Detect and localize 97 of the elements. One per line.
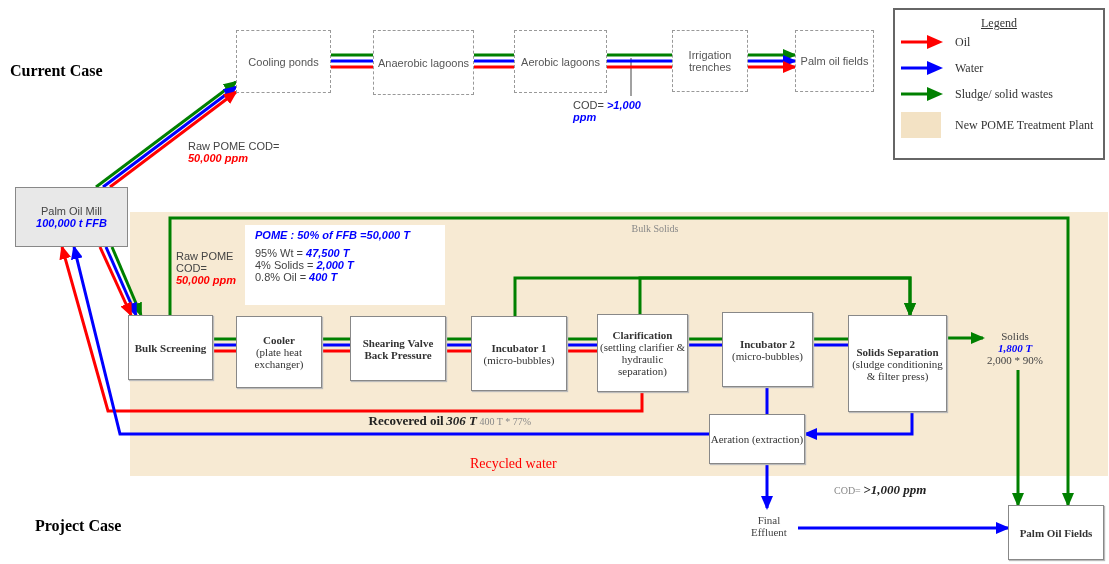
- flow-line: [607, 53, 672, 57]
- box-text: Palm Oil Mill: [40, 205, 103, 217]
- info-box: [245, 225, 445, 305]
- annotation: Raw POME COD= 50,000 ppm: [188, 140, 281, 164]
- process-box: [1008, 505, 1104, 560]
- process-box: [597, 314, 688, 392]
- box-title: Palm Oil Fields: [1019, 526, 1093, 539]
- flow-arrow: [110, 246, 143, 317]
- box-text: POME : 50% of FFB =50,000 T: [255, 229, 410, 241]
- flow-line: [474, 59, 514, 63]
- flow-line: [607, 65, 672, 69]
- flow-line: [607, 59, 672, 63]
- flow-line: [322, 349, 350, 353]
- flow-line: [813, 343, 848, 347]
- flow-arrow: [1012, 370, 1024, 507]
- flow-line: [765, 387, 769, 414]
- box-title: Incubator 1: [491, 341, 547, 354]
- box-text: Anaerobic lagoons: [377, 56, 470, 69]
- flow-arrow: [98, 246, 133, 317]
- flow-arrow: [803, 412, 914, 440]
- legend-label: Oil: [955, 34, 971, 50]
- flow-line: [567, 343, 597, 347]
- flow-line: [446, 337, 471, 341]
- flow-line: [474, 65, 514, 69]
- flow-line: [213, 337, 236, 341]
- box-text: (plate heat exchanger): [253, 346, 305, 370]
- flow-line: [474, 53, 514, 57]
- process-box: [848, 315, 947, 412]
- flow-label: 1,800 T: [997, 342, 1033, 354]
- process-box: [722, 312, 813, 387]
- flow-arrow: [798, 522, 1010, 534]
- flow-line: [688, 343, 722, 347]
- flow-arrow: [748, 49, 797, 61]
- annotation: COD= >1,000 ppm: [573, 99, 642, 123]
- legend-title: Legend: [981, 16, 1017, 31]
- flow-arrow: [947, 332, 985, 344]
- flow-line: [567, 349, 597, 353]
- flow-arrow: [638, 276, 916, 317]
- process-box: [373, 30, 474, 95]
- flow-line: [688, 337, 722, 341]
- box-text: 100,000 t FFB: [36, 217, 107, 229]
- annotation: Recycled water: [470, 456, 558, 472]
- flow-line: [331, 65, 373, 69]
- flow-arrow: [71, 245, 709, 436]
- box-title: Cooler: [263, 334, 295, 346]
- annotation: Project Case: [35, 517, 123, 535]
- box-title: Solids Separation: [856, 345, 939, 358]
- box-title: Incubator 2: [739, 337, 796, 350]
- flow-line: [446, 343, 471, 347]
- flow-label: 2,000 * 90%: [987, 354, 1043, 366]
- annotation: Current Case: [10, 62, 104, 80]
- flow-line: [813, 337, 848, 341]
- process-box: [236, 316, 322, 388]
- legend-label: Sludge/ solid wastes: [955, 86, 1053, 102]
- process-box: [15, 187, 128, 247]
- box-text: Cooling ponds: [248, 55, 319, 68]
- flow-arrow: [168, 216, 1074, 507]
- box-text: Palm oil fields: [800, 55, 869, 67]
- flow-line: [213, 343, 236, 347]
- flow-label: Final Effluent: [750, 514, 788, 538]
- legend-label: New POME Treatment Plant: [955, 117, 1094, 133]
- flow-line: [567, 337, 597, 341]
- box-text: Aeration (extraction): [710, 433, 804, 445]
- box-text: (micro-bubbles): [483, 353, 555, 366]
- process-box: [672, 30, 748, 92]
- flow-arrow: [59, 245, 644, 413]
- process-box: [128, 315, 213, 380]
- flow-arrow: [748, 61, 797, 73]
- flow-arrow: [761, 464, 773, 510]
- flow-line: [446, 349, 471, 353]
- flow-line: [331, 59, 373, 63]
- legend-label: Water: [955, 60, 984, 76]
- flow-label: Solids: [1001, 330, 1029, 342]
- box-text: 4% Solids = 2,000 T: [255, 259, 354, 271]
- box-text: 0.8% Oil = 400 T: [255, 271, 338, 283]
- process-box: [350, 316, 446, 381]
- box-title: Clarification: [612, 329, 673, 341]
- annotation: Raw POME COD= 50,000 ppm: [176, 250, 237, 286]
- box-text: 95% Wt = 47,500 T: [255, 247, 350, 259]
- box-title: Shearing Valve Back Pressure: [361, 336, 435, 361]
- flow-line: [322, 337, 350, 341]
- box-title: Bulk Screening: [134, 341, 207, 354]
- flow-line: [322, 343, 350, 347]
- process-box: [709, 414, 805, 464]
- flow-arrow: [748, 55, 797, 67]
- process-box: [795, 30, 874, 92]
- process-box: [236, 30, 331, 93]
- flow-line: [213, 349, 236, 353]
- box-text: (settling clarifier & hydraulic separation): [599, 341, 686, 377]
- flow-line: [331, 53, 373, 57]
- box-text: (micro-bubbles): [732, 349, 803, 362]
- process-box: [471, 316, 567, 391]
- box-text: Irrigation trenches: [687, 49, 733, 73]
- process-box: [514, 30, 607, 93]
- box-text: (sludge conditioning & filter press): [851, 357, 944, 382]
- box-text: Aerobic lagoons: [521, 55, 600, 68]
- flow-arrow: [104, 246, 138, 317]
